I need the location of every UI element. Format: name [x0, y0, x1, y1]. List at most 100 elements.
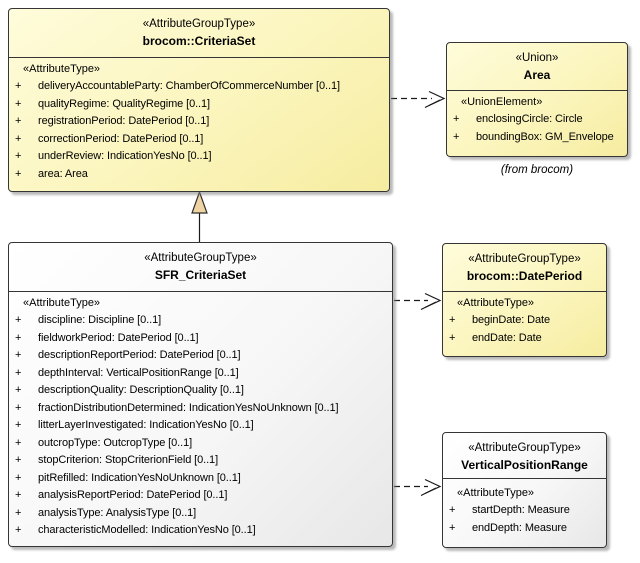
visibility-marker: +: [15, 115, 22, 127]
attribute-row: + beginDate: Date: [443, 312, 606, 330]
class-name: SFR_CriteriaSet: [154, 268, 247, 282]
attribute-row: + litterLayerInvestigated: IndicationYesN…: [9, 417, 392, 435]
attribute-row: + endDepth: Measure: [443, 520, 606, 538]
attribute-text: fieldworkPeriod: DatePeriod [0..1]: [38, 331, 199, 344]
attribute-row: + underReview: IndicationYesNo [0..1]: [9, 148, 389, 166]
class-attributes-compartment: «AttributeType» + startDepth: Measure + end…: [443, 479, 606, 537]
attribute-row: +boundingBox: GM_Envelope: [447, 129, 627, 147]
class-box-verticalpositionrange[interactable]: «AttributeGroupType» VerticalPositionRan…: [442, 432, 607, 548]
class-name: VerticalPositionRange: [461, 458, 588, 472]
class-attributes-compartment: «AttributeType» +discipline: Discipline …: [9, 292, 392, 540]
generalization-connector[interactable]: [191, 190, 208, 242]
visibility-marker: +: [15, 384, 22, 396]
visibility-marker: +: [15, 331, 22, 344]
attribute-text: endDepth: Measure: [472, 521, 567, 534]
attribute-text: startDepth: Measure: [472, 504, 570, 516]
visibility-marker: +: [449, 521, 456, 534]
open-arrowhead-icon: [428, 90, 446, 107]
visibility-marker: +: [15, 436, 22, 449]
class-header: «AttributeGroupType» SFR_CriteriaSet: [9, 243, 392, 292]
attribute-text: fractionDistributionDetermined: Indicati…: [38, 401, 339, 414]
class-header: «AttributeGroupType» brocom::CriteriaSet: [9, 9, 389, 58]
attribute-text: stopCriterion: StopCriterionField [0..1]: [38, 454, 219, 466]
attribute-row: + characteristicModelled: IndicationYesNo…: [9, 522, 392, 540]
attribute-row: + descriptionQuality: DescriptionQuality …: [9, 382, 392, 400]
attribute-row: + deliveryAccountableParty: ChamberOfComm…: [9, 78, 389, 96]
attribute-row: + depthInterval: VerticalPositionRange [0…: [9, 365, 392, 383]
class-header: «AttributeGroupType» VerticalPositionRan…: [443, 433, 606, 479]
from-package-note: (from brocom): [500, 164, 574, 176]
attribute-text: descriptionReportPeriod: DatePeriod [0..…: [38, 349, 241, 361]
attribute-text: outcropType: OutcropType [0..1]: [38, 436, 193, 449]
visibility-marker: +: [15, 419, 22, 431]
attribute-text: litterLayerInvestigated: IndicationYesNo…: [38, 419, 254, 431]
attribute-text: analysisType: AnalysisType [0..1]: [38, 506, 197, 519]
dependency-arrow-sfr-dateperiod[interactable]: [394, 292, 442, 311]
attribute-text: registrationPeriod: DatePeriod [0..1]: [38, 115, 210, 127]
attribute-section-label: «UnionElement»: [461, 96, 543, 108]
attribute-row: + outcropType: OutcropType [0..1]: [9, 435, 392, 453]
class-attributes-compartment: «AttributeType» +deliveryAccountablePart…: [9, 58, 389, 183]
class-attributes-compartment: «UnionElement» +enclosingCircle: Circle+…: [447, 91, 627, 146]
visibility-marker: +: [15, 80, 22, 92]
attribute-row: + fractionDistributionDetermined: Indicat…: [9, 400, 392, 418]
class-stereotype: «AttributeGroupType»: [142, 18, 256, 30]
attribute-row: +pitRefilled: IndicationYesNoUnknown [0.…: [9, 470, 392, 488]
attribute-list: + discipline: Discipline [0..1] + fieldwork…: [9, 312, 392, 540]
open-arrowhead-icon: [424, 478, 442, 495]
attribute-row: +correctionPeriod: DatePeriod [0..1]: [9, 131, 389, 149]
visibility-marker: +: [15, 150, 22, 162]
attribute-text: characteristicModelled: IndicationYesNo …: [38, 524, 256, 536]
attribute-row: +analysisType: AnalysisType [0..1]: [9, 505, 392, 523]
attribute-text: depthInterval: VerticalPositionRange [0.…: [38, 366, 239, 379]
attribute-text: underReview: IndicationYesNo [0..1]: [38, 150, 212, 162]
visibility-marker: +: [15, 97, 22, 110]
dependency-arrow-sfr-verticalpositionrange[interactable]: [394, 478, 442, 497]
class-stereotype: «AttributeGroupType»: [468, 253, 581, 265]
attribute-section-label: «AttributeType»: [457, 487, 535, 499]
visibility-marker: +: [449, 314, 456, 326]
attribute-row: + registrationPeriod: DatePeriod [0..1]: [9, 113, 389, 131]
attribute-text: pitRefilled: IndicationYesNoUnknown [0..…: [38, 471, 241, 484]
class-box-area[interactable]: «Union» Area «UnionElement» + enclosingCi…: [446, 42, 628, 157]
class-header: «Union» Area: [447, 43, 627, 91]
visibility-marker: +: [15, 167, 22, 180]
attribute-list: + beginDate: Date + endDate: Date: [443, 312, 606, 347]
attribute-row: + endDate: Date: [443, 330, 606, 348]
class-box-brocom-dateperiod[interactable]: «AttributeGroupType» brocom::DatePeriod …: [442, 243, 607, 357]
class-stereotype: «AttributeGroupType»: [468, 442, 581, 454]
visibility-marker: +: [453, 130, 460, 143]
class-stereotype: «Union»: [515, 52, 559, 64]
attribute-text: correctionPeriod: DatePeriod [0..1]: [38, 132, 204, 145]
attribute-list: + startDepth: Measure + endDepth: Measure: [443, 502, 606, 537]
class-name: brocom::CriteriaSet: [142, 34, 256, 48]
visibility-marker: +: [449, 331, 456, 344]
attribute-text: area: Area: [38, 167, 88, 180]
attribute-row: +stopCriterion: StopCriterionField [0..1…: [9, 452, 392, 470]
visibility-marker: +: [15, 489, 22, 501]
attribute-text: discipline: Discipline [0..1]: [38, 314, 162, 326]
visibility-marker: +: [449, 504, 456, 516]
dependency-arrow-criteriaset-area[interactable]: [391, 90, 446, 109]
attribute-row: + analysisReportPeriod: DatePeriod [0..1]: [9, 487, 392, 505]
class-box-sfr-criteriaset[interactable]: «AttributeGroupType» SFR_CriteriaSet «At…: [8, 242, 393, 547]
attribute-text: enclosingCircle: Circle: [476, 113, 583, 125]
class-name: brocom::DatePeriod: [466, 269, 583, 283]
class-header: «AttributeGroupType» brocom::DatePeriod: [443, 244, 606, 292]
visibility-marker: +: [15, 524, 22, 536]
visibility-marker: +: [15, 349, 22, 361]
class-name: Area: [523, 68, 551, 82]
attribute-text: beginDate: Date: [472, 314, 550, 326]
attribute-text: qualityRegime: QualityRegime [0..1]: [38, 97, 210, 110]
visibility-marker: +: [15, 401, 22, 414]
attribute-row: + area: Area: [9, 166, 389, 184]
visibility-marker: +: [15, 366, 22, 379]
attribute-row: + startDepth: Measure: [443, 502, 606, 520]
class-box-brocom-criteriaset[interactable]: «AttributeGroupType» brocom::CriteriaSet…: [8, 8, 390, 192]
attribute-text: descriptionQuality: DescriptionQuality […: [38, 384, 244, 396]
attribute-row: + descriptionReportPeriod: DatePeriod [0.…: [9, 347, 392, 365]
attribute-list: + enclosingCircle: Circle +boundingBox: GM…: [447, 111, 627, 146]
attribute-text: analysisReportPeriod: DatePeriod [0..1]: [38, 489, 228, 501]
attribute-text: endDate: Date: [472, 331, 542, 344]
attribute-text: deliveryAccountableParty: ChamberOfComme…: [38, 80, 340, 92]
